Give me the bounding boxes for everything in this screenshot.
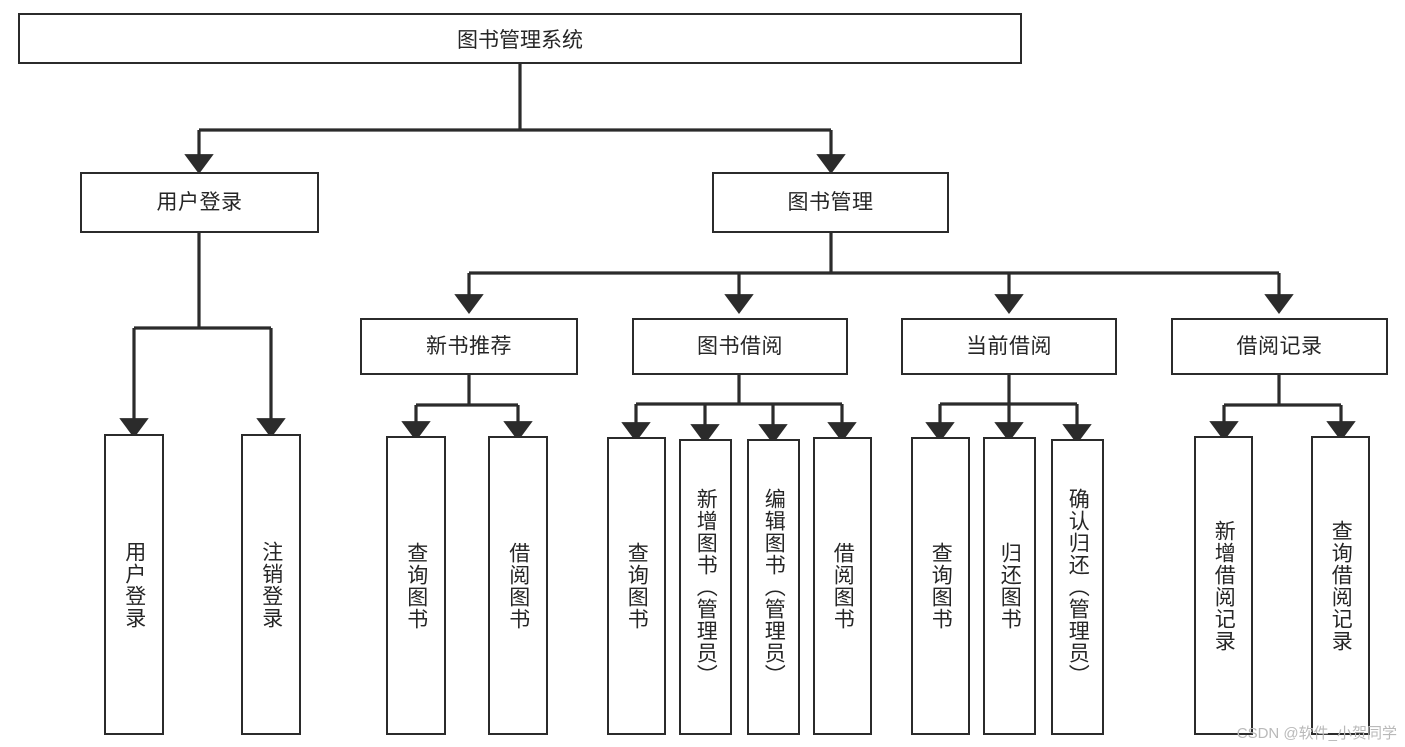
node-book-borrow-label: 图书借阅 <box>697 334 783 358</box>
leaf-add-borrow-record[interactable]: 新增借阅记录 <box>1194 436 1253 735</box>
leaf-add-borrow-record-label: 新增借阅记录 <box>1212 519 1236 652</box>
leaf-borrow-book-recommend[interactable]: 借阅图书 <box>488 436 548 735</box>
leaf-query-borrow-record-label: 查询借阅记录 <box>1329 519 1353 652</box>
leaf-logout-label: 注销登录 <box>259 540 283 629</box>
node-current-borrow-label: 当前借阅 <box>966 334 1052 358</box>
node-book-management[interactable]: 图书管理 <box>712 172 949 233</box>
leaf-edit-book-admin[interactable]: 编辑图书（管理员） <box>747 439 800 735</box>
leaf-query-book-recommend[interactable]: 查询图书 <box>386 436 446 735</box>
node-user-login-label: 用户登录 <box>156 190 243 214</box>
leaf-borrow-book[interactable]: 借阅图书 <box>813 437 872 735</box>
node-book-borrow[interactable]: 图书借阅 <box>632 318 848 375</box>
leaf-user-login-label: 用户登录 <box>122 540 146 629</box>
leaf-borrow-book-recommend-label: 借阅图书 <box>506 541 530 630</box>
node-new-book-recommend-label: 新书推荐 <box>426 334 512 358</box>
leaf-confirm-return-admin[interactable]: 确认归还（管理员） <box>1051 439 1104 735</box>
leaf-query-book-current-label: 查询图书 <box>929 542 953 630</box>
node-user-login[interactable]: 用户登录 <box>80 172 319 233</box>
leaf-query-book-borrow[interactable]: 查询图书 <box>607 437 666 735</box>
leaf-return-book[interactable]: 归还图书 <box>983 437 1036 735</box>
leaf-return-book-label: 归还图书 <box>998 542 1022 630</box>
node-borrow-record-label: 借阅记录 <box>1236 334 1323 358</box>
node-new-book-recommend[interactable]: 新书推荐 <box>360 318 578 375</box>
leaf-query-book-recommend-label: 查询图书 <box>404 541 428 630</box>
node-borrow-record[interactable]: 借阅记录 <box>1171 318 1388 375</box>
node-current-borrow[interactable]: 当前借阅 <box>901 318 1117 375</box>
leaf-logout[interactable]: 注销登录 <box>241 434 301 735</box>
leaf-query-book-current[interactable]: 查询图书 <box>911 437 970 735</box>
node-root[interactable]: 图书管理系统 <box>18 13 1022 64</box>
leaf-query-borrow-record[interactable]: 查询借阅记录 <box>1311 436 1370 735</box>
leaf-add-book-admin[interactable]: 新增图书（管理员） <box>679 439 732 735</box>
node-book-management-label: 图书管理 <box>787 190 874 214</box>
node-root-label: 图书管理系统 <box>457 28 583 52</box>
leaf-edit-book-admin-label: 编辑图书（管理员） <box>762 488 786 686</box>
csdn-watermark: CSDN @软件_小贺同学 <box>1236 725 1397 742</box>
leaf-add-book-admin-label: 新增图书（管理员） <box>694 488 718 686</box>
leaf-confirm-return-admin-label: 确认归还（管理员） <box>1066 488 1090 686</box>
leaf-borrow-book-label: 借阅图书 <box>831 542 855 630</box>
leaf-user-login[interactable]: 用户登录 <box>104 434 164 735</box>
leaf-query-book-borrow-label: 查询图书 <box>625 542 649 630</box>
